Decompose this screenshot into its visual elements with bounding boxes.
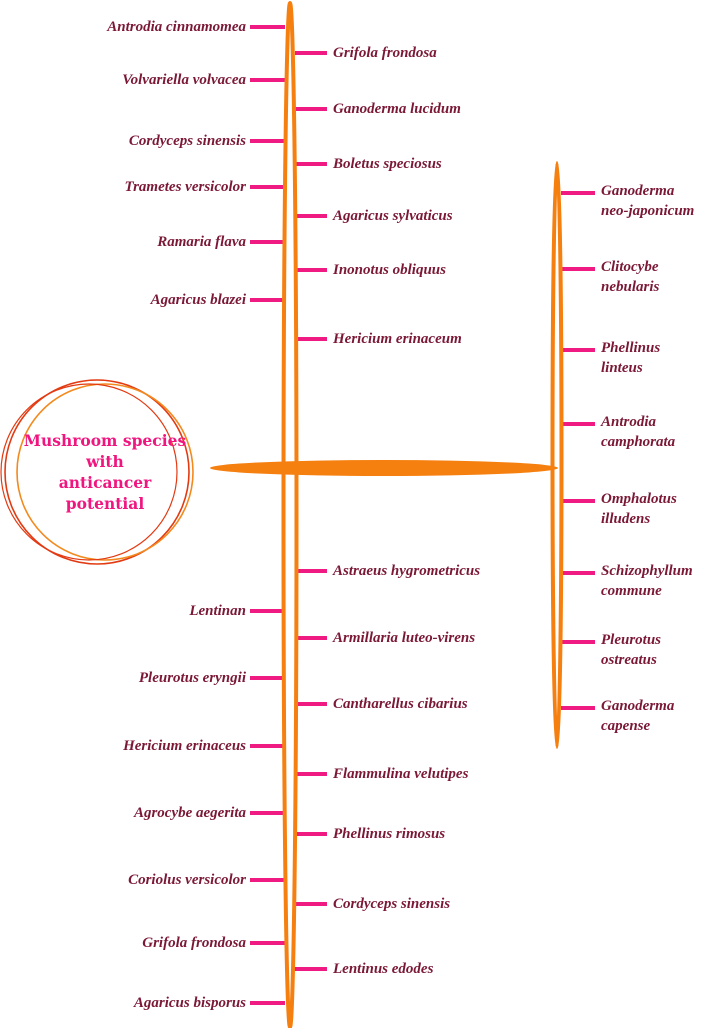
species-label-right: Cordyceps sinensis — [333, 896, 451, 912]
branch-species-label: Phellinus linteus — [601, 338, 660, 378]
branch-label-line: Clitocybe — [601, 259, 659, 275]
branch-species-label: Ganoderma capense — [601, 696, 674, 736]
branch-label-line: illudens — [601, 511, 651, 527]
branch-label-line: Schizophyllum — [601, 563, 693, 579]
species-label-right: Lentinus edodes — [333, 961, 434, 977]
species-label-left: Cordyceps sinensis — [128, 133, 246, 149]
branch-species-label: Pleurotus ostreatus — [601, 630, 661, 670]
horizontal-bar — [210, 460, 558, 476]
species-label-right: Armillaria luteo-virens — [333, 630, 476, 646]
species-label-right: Inonotus obliquus — [333, 262, 446, 278]
species-label-left: Hericium erinaceus — [123, 738, 246, 754]
title-line: with — [86, 452, 124, 471]
title-line: Mushroom species — [23, 431, 187, 450]
main-trunk — [281, 1, 299, 1028]
connector-group — [250, 25, 595, 1005]
branch-label-line: capense — [601, 718, 651, 734]
species-label-right: Ganoderma lucidum — [333, 101, 461, 117]
species-label-right: Cantharellus cibarius — [333, 696, 468, 712]
diagram-title: Mushroom species with anticancer potenti… — [22, 431, 188, 513]
species-label-right: Hericium erinaceum — [333, 331, 462, 347]
branch-label-line: Antrodia — [601, 414, 657, 430]
species-label-left: Antrodia cinnamomea — [107, 19, 246, 35]
species-label-right: Agaricus sylvaticus — [333, 208, 453, 224]
branch-label-line: Phellinus — [601, 340, 661, 356]
species-label-left: Agrocybe aegerita — [133, 805, 246, 821]
branch-label-line: Ganoderma — [601, 183, 675, 199]
species-label-left: Ramaria flava — [157, 234, 246, 250]
branch-label-line: Pleurotus — [601, 632, 662, 648]
branch-label-line: commune — [601, 583, 662, 599]
species-label-left: Volvariella volvacea — [122, 72, 246, 88]
species-label-left: Grifola frondosa — [142, 935, 246, 951]
branch-label-line: camphorata — [601, 434, 676, 450]
branch-species-label: Ganoderma neo-japonicum — [601, 181, 694, 221]
title-circle-outer — [4, 379, 190, 565]
title-circle-inner — [16, 383, 194, 561]
branch-species-label: Antrodia camphorata — [601, 412, 675, 452]
branch-label-line: ostreatus — [601, 652, 657, 668]
species-label-right: Grifola frondosa — [333, 45, 437, 61]
species-label-right: Flammulina velutipes — [333, 766, 469, 782]
species-label-left: Lentinan — [189, 603, 246, 619]
branch-label-line: nebularis — [601, 279, 660, 295]
species-label-left: Pleurotus eryngii — [138, 670, 246, 686]
title-circle-back — [0, 383, 178, 561]
branch-label-line: linteus — [601, 360, 643, 376]
branch-trunk — [550, 161, 564, 749]
branch-label-line: Omphalotus — [601, 491, 677, 507]
species-label-right: Boletus speciosus — [333, 156, 442, 172]
branch-species-label: Schizophyllum commune — [601, 561, 693, 601]
branch-species-label: Clitocybe nebularis — [601, 257, 659, 297]
species-label-right: Phellinus rimosus — [333, 826, 446, 842]
species-label-left: Trametes versicolor — [124, 179, 246, 195]
branch-species-label: Omphalotus illudens — [601, 489, 677, 529]
branch-label-line: neo-japonicum — [601, 203, 695, 219]
species-label-left: Agaricus blazei — [150, 292, 246, 308]
species-label-left: Coriolus versicolor — [128, 872, 246, 888]
species-label-left: Agaricus bisporus — [133, 995, 246, 1011]
branch-label-line: Ganoderma — [601, 698, 675, 714]
title-line: anticancer potential — [58, 473, 152, 513]
species-label-right: Astraeus hygrometricus — [333, 563, 481, 579]
